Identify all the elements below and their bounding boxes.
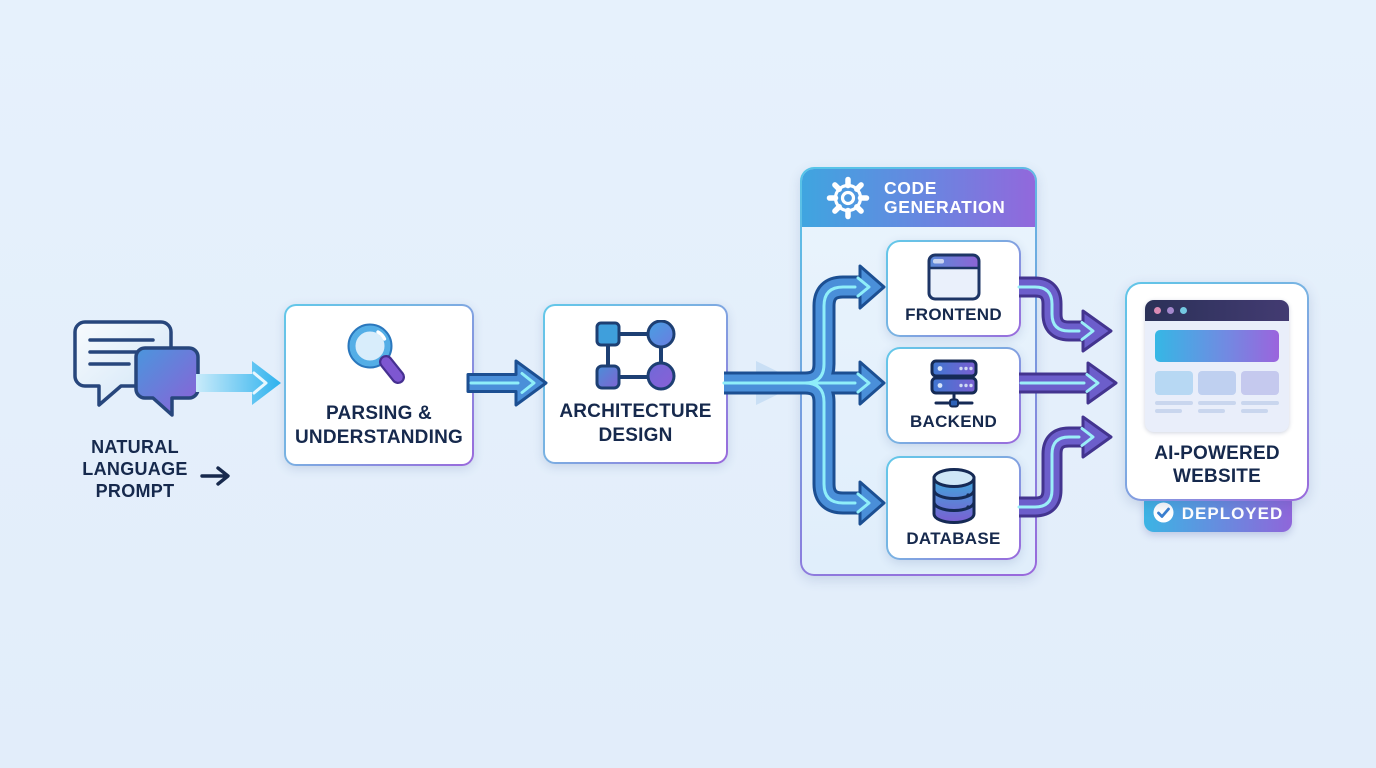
window-dot-cyan [1180, 307, 1187, 314]
architecture-label-line1: ARCHITECTURE [559, 401, 712, 422]
architecture-label: ARCHITECTURE DESIGN [559, 400, 711, 448]
frontend-label: FRONTEND [905, 304, 1002, 324]
prompt-label-line2: LANGUAGE [82, 459, 188, 479]
website-tile [1241, 371, 1279, 395]
parsing-label-line1: PARSING & [326, 403, 432, 424]
ghost-arrowhead [756, 361, 801, 405]
magnifier-icon [347, 323, 405, 384]
window-dot-purple [1167, 307, 1174, 314]
website-mockup-titlebar [1145, 300, 1289, 321]
architecture-label-line2: DESIGN [598, 425, 673, 446]
website-hero-banner [1155, 330, 1279, 362]
arrow-prompt-to-parsing [196, 361, 281, 405]
website-label-line1: AI-POWERED [1154, 443, 1280, 464]
parsing-box: PARSING & UNDERSTANDING [284, 304, 474, 466]
chat-bubbles-icon [73, 320, 200, 417]
gear-icon [826, 176, 870, 220]
website-card: AI-POWERED WEBSITE [1125, 282, 1309, 501]
database-cylinder-icon [932, 467, 975, 524]
window-dot-pink [1154, 307, 1161, 314]
website-text-lines [1155, 401, 1279, 413]
website-tiles [1155, 371, 1279, 395]
parsing-label-line2: UNDERSTANDING [295, 427, 463, 448]
backend-label: BACKEND [909, 412, 998, 431]
server-stack-icon [930, 359, 977, 408]
prompt-label-line1: NATURAL [91, 437, 179, 457]
website-tile [1155, 371, 1193, 395]
website-label-line2: WEBSITE [1173, 466, 1261, 487]
code-generation-title-line1: CODE [884, 178, 937, 198]
database-box: DATABASE [886, 456, 1021, 560]
nodes-graph-icon [595, 320, 675, 391]
code-generation-title: CODE GENERATION [884, 179, 1005, 217]
website-mockup [1145, 300, 1289, 432]
prompt-label-line3: PROMPT [95, 481, 175, 501]
frontend-box: FRONTEND [886, 240, 1021, 337]
prompt-label: NATURAL LANGUAGE PROMPT [45, 436, 225, 502]
deployed-badge-label: DEPLOYED [1181, 503, 1284, 523]
database-label: DATABASE [906, 528, 1001, 548]
architecture-box: ARCHITECTURE DESIGN [543, 304, 728, 464]
website-tile [1198, 371, 1236, 395]
arrow-parsing-to-architecture [466, 359, 548, 407]
backend-box: BACKEND [886, 347, 1021, 444]
code-generation-header: CODE GENERATION [802, 169, 1035, 227]
browser-window-icon [927, 253, 980, 300]
parsing-label: PARSING & UNDERSTANDING [295, 402, 463, 450]
code-generation-title-line2: GENERATION [884, 197, 1006, 217]
website-label: AI-POWERED WEBSITE [1154, 442, 1280, 488]
check-circle-icon [1153, 502, 1174, 522]
